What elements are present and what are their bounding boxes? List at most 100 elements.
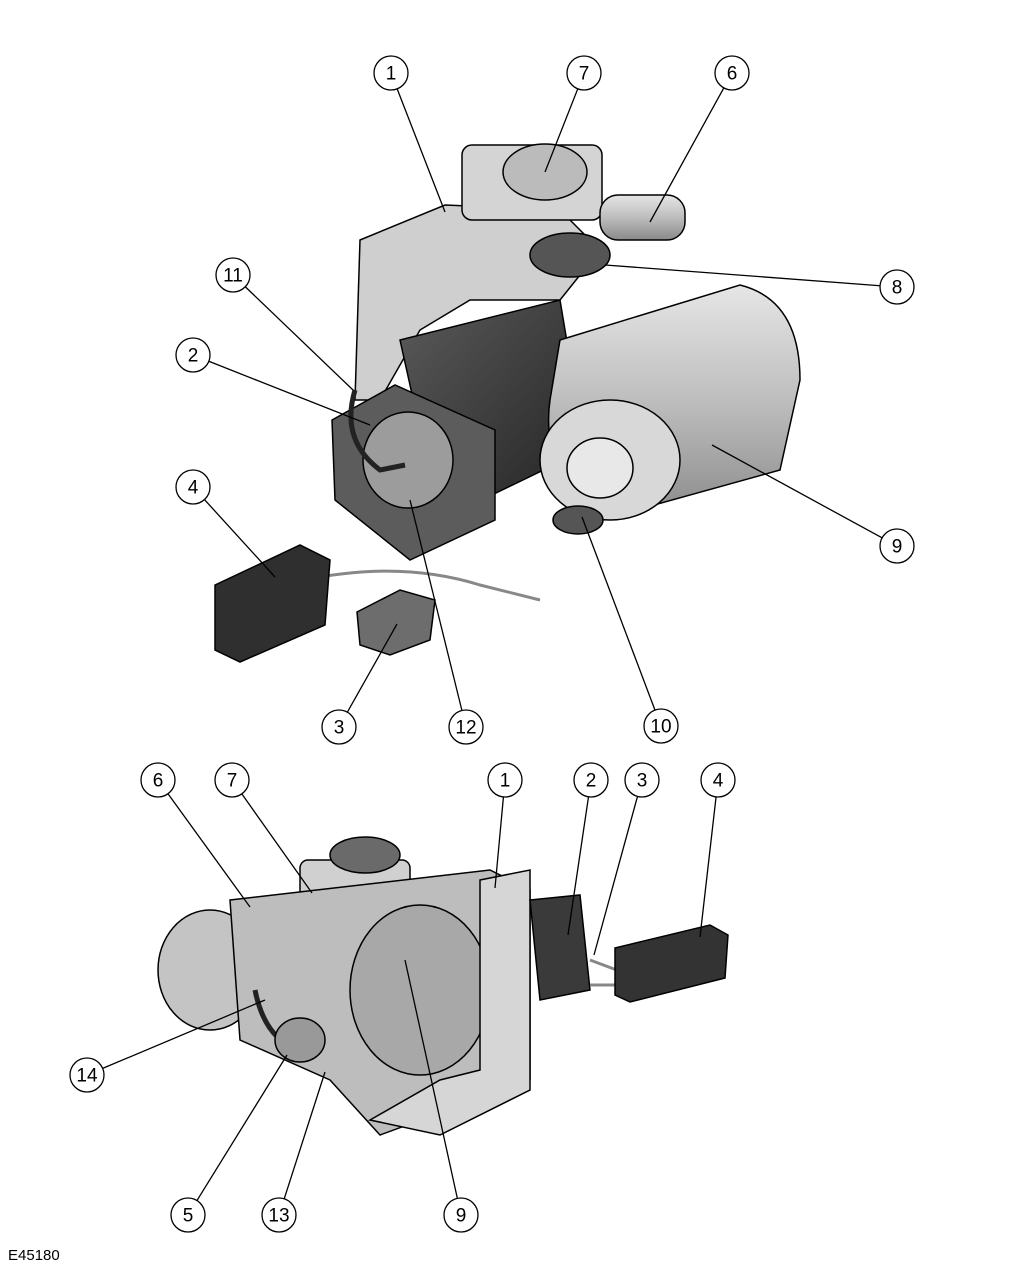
pressure-sensor	[599, 194, 686, 241]
callout-circle	[321, 709, 357, 745]
leader-line	[208, 360, 371, 426]
callout-number: 7	[579, 64, 590, 85]
callout-number: 4	[188, 478, 199, 499]
leader-line	[346, 623, 398, 713]
leader-line	[241, 793, 313, 894]
callout-circle	[175, 337, 211, 373]
connector-small	[356, 589, 436, 656]
leader-line	[711, 444, 883, 539]
callout-bottom-view-5: 5	[170, 1054, 288, 1233]
callout-number: 9	[456, 1206, 467, 1227]
motor-face-b	[349, 904, 491, 1076]
callout-number: 4	[713, 771, 724, 792]
leader-line	[244, 286, 354, 391]
callout-number: 2	[586, 771, 597, 792]
callout-bottom-view-2: 2	[567, 762, 609, 936]
callout-top-view-9: 9	[711, 444, 915, 564]
leader-line	[649, 87, 725, 223]
callout-circle	[714, 55, 750, 91]
callout-circle	[69, 1057, 105, 1093]
callout-bottom-view-6: 6	[140, 762, 251, 908]
callout-bottom-view-3: 3	[593, 762, 660, 956]
leader-line	[593, 796, 639, 956]
leader-line	[102, 999, 266, 1069]
callout-number: 3	[637, 771, 648, 792]
leader-line	[544, 88, 579, 173]
callout-number: 3	[334, 718, 345, 739]
leader-line	[494, 796, 505, 889]
callout-circle	[448, 709, 484, 745]
callout-circle	[879, 528, 915, 564]
leader-line	[167, 793, 251, 908]
leader-line	[567, 796, 590, 936]
callout-bottom-view-13: 13	[261, 1071, 326, 1233]
callout-circle	[373, 55, 409, 91]
callout-top-view-7: 7	[544, 55, 602, 173]
callout-top-view-8: 8	[604, 264, 915, 305]
callout-bottom-view-7: 7	[214, 762, 313, 894]
callout-number: 12	[455, 718, 476, 739]
leader-line	[283, 1071, 326, 1200]
callout-circle	[879, 269, 915, 305]
callout-top-view-6: 6	[649, 55, 750, 223]
leader-line	[699, 796, 717, 938]
callout-number: 10	[650, 717, 671, 738]
callout-top-view-3: 3	[321, 623, 398, 745]
callout-number: 7	[227, 771, 238, 792]
callout-circle	[215, 257, 251, 293]
callout-circle	[624, 762, 660, 798]
callout-top-view-2: 2	[175, 337, 371, 426]
callout-circle	[170, 1197, 206, 1233]
callout-top-view-11: 11	[215, 257, 354, 391]
callout-number: 5	[183, 1206, 194, 1227]
lower-isolator	[552, 505, 604, 535]
callout-top-view-4: 4	[175, 469, 276, 578]
callout-bottom-view-1: 1	[487, 762, 523, 889]
connector-large	[214, 544, 331, 663]
callout-circle	[566, 55, 602, 91]
bottom-assembly	[157, 836, 729, 1136]
callout-circle	[487, 762, 523, 798]
callout-bottom-view-9: 9	[404, 959, 479, 1233]
isolator-mount	[529, 232, 611, 278]
callout-number: 1	[386, 64, 397, 85]
top-assembly	[214, 143, 801, 663]
leader-line	[196, 1054, 288, 1201]
leader-line	[203, 499, 276, 578]
callout-circle	[643, 708, 679, 744]
connector-b	[614, 924, 729, 1003]
callout-circle	[175, 469, 211, 505]
callout-bottom-view-4: 4	[699, 762, 736, 938]
leader-line	[409, 499, 463, 711]
leader-line	[404, 959, 458, 1199]
leader-line	[581, 516, 656, 711]
callout-number: 8	[892, 278, 903, 299]
callout-circle	[573, 762, 609, 798]
cylinder-b	[529, 894, 591, 1001]
figure-id: E45180	[8, 1247, 60, 1264]
callout-circle	[261, 1197, 297, 1233]
callout-top-view-10: 10	[581, 516, 679, 744]
callout-circle	[214, 762, 250, 798]
callout-bottom-view-14: 14	[69, 999, 266, 1093]
air-pipe	[348, 389, 406, 473]
leader-line	[604, 264, 881, 287]
callout-top-view-1: 1	[373, 55, 446, 213]
callout-number: 9	[892, 537, 903, 558]
callout-circle	[700, 762, 736, 798]
callout-number: 6	[727, 64, 738, 85]
harness	[304, 569, 541, 602]
callout-circle	[443, 1197, 479, 1233]
solenoid-b	[274, 1017, 326, 1063]
callout-number: 14	[76, 1066, 98, 1087]
leader-line	[396, 88, 446, 213]
callout-number: 13	[268, 1206, 289, 1227]
callout-number: 1	[500, 771, 511, 792]
callout-number: 2	[188, 346, 199, 367]
callout-circle	[140, 762, 176, 798]
callout-top-view-12: 12	[409, 499, 484, 745]
callout-number: 11	[223, 266, 243, 287]
